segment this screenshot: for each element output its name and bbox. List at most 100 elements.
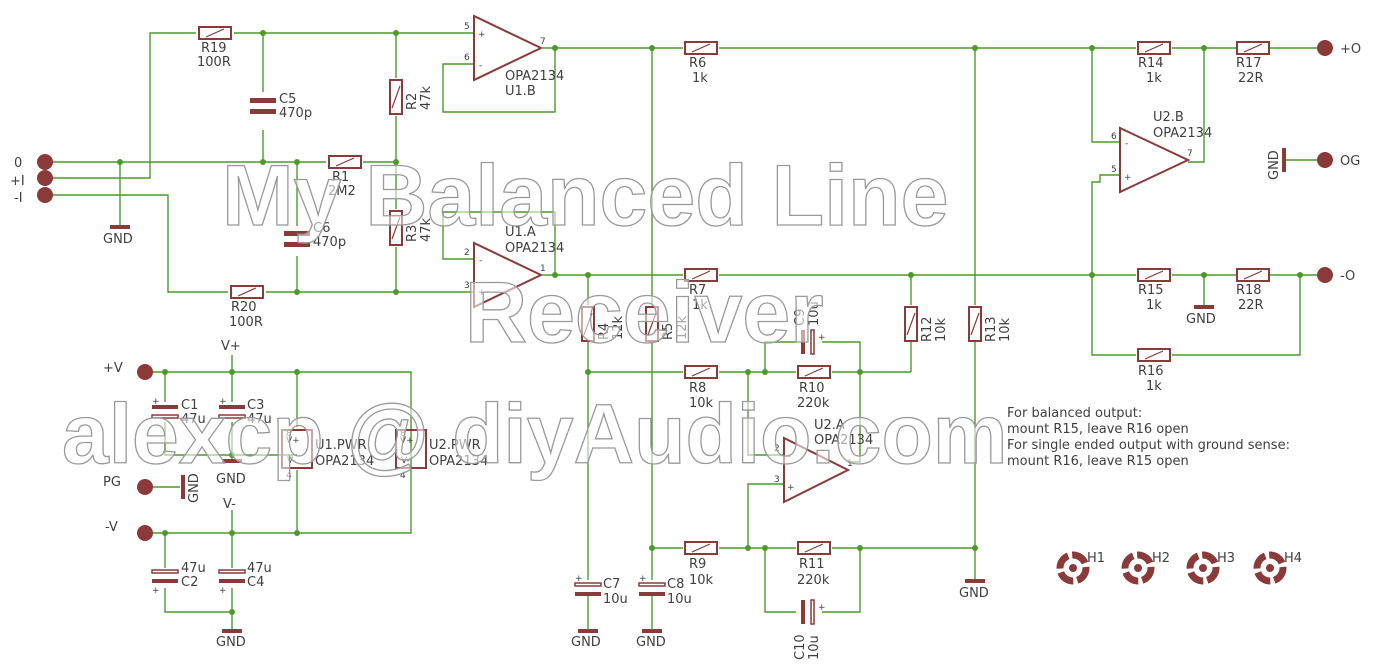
pad-out-neg [1317, 267, 1333, 283]
svg-text:3: 3 [464, 281, 470, 291]
svg-text:-: - [788, 452, 791, 462]
svg-text:+: + [478, 288, 486, 298]
svg-text:GND: GND [1186, 312, 1216, 327]
label-vpos-net: V+ [221, 339, 241, 354]
gnd-c2c4: GND [216, 629, 246, 650]
svg-text:-: - [479, 256, 482, 266]
svg-text:U1.PWR: U1.PWR [315, 438, 367, 453]
svg-text:47u: 47u [247, 412, 272, 427]
pad-in-pos [37, 170, 53, 186]
gnd-og: GND [1267, 148, 1286, 180]
svg-text:4: 4 [286, 471, 292, 481]
svg-text:47u: 47u [181, 412, 206, 427]
svg-text:+: + [639, 574, 647, 584]
svg-text:H2: H2 [1152, 551, 1170, 566]
svg-text:R6: R6 [689, 56, 706, 71]
svg-text:+: + [219, 397, 227, 407]
svg-text:GND: GND [571, 635, 601, 650]
svg-text:-: - [1125, 139, 1128, 149]
pad-vneg [137, 525, 153, 541]
svg-text:+: + [818, 333, 826, 343]
svg-text:OPA2134: OPA2134 [1153, 126, 1212, 141]
svg-text:GND: GND [103, 232, 133, 247]
svg-text:H1: H1 [1087, 551, 1105, 566]
svg-text:GND: GND [216, 635, 246, 650]
label-pg: PG [103, 475, 121, 490]
svg-text:C8: C8 [667, 577, 684, 592]
mounting-holes: H1 H2 H3 H4 [1056, 551, 1302, 585]
svg-text:1: 1 [540, 264, 546, 274]
svg-text:1: 1 [847, 459, 853, 469]
svg-text:5: 5 [1111, 165, 1117, 175]
pad-in-neg [37, 187, 53, 203]
svg-text:R17: R17 [1236, 56, 1262, 71]
svg-text:V-: V- [401, 456, 410, 466]
svg-text:7: 7 [1187, 149, 1193, 159]
svg-text:+: + [818, 603, 826, 613]
svg-text:470p: 470p [313, 235, 346, 250]
svg-text:C10: C10 [793, 634, 808, 660]
label-in-neg: -I [14, 191, 23, 206]
pad-out-gnd [1317, 152, 1333, 168]
svg-text:10k: 10k [689, 396, 714, 411]
watermark-subtitle: Receiver [465, 265, 824, 361]
svg-text:U2.PWR: U2.PWR [429, 438, 481, 453]
wires [45, 32, 1325, 630]
label-out-gnd: OG [1340, 154, 1360, 169]
label-in-pos: +I [10, 174, 25, 189]
svg-text:12k: 12k [675, 315, 690, 340]
svg-text:2: 2 [464, 248, 470, 258]
svg-text:12k: 12k [611, 315, 626, 340]
svg-text:6: 6 [1111, 132, 1117, 142]
svg-text:For balanced output:: For balanced output: [1007, 406, 1142, 421]
svg-text:R13: R13 [984, 316, 999, 342]
svg-text:C3: C3 [247, 398, 264, 413]
svg-text:47u: 47u [181, 561, 206, 576]
svg-text:C5: C5 [279, 92, 296, 107]
pad-vpos [137, 364, 153, 380]
svg-text:R11: R11 [799, 557, 825, 572]
gnd-input: GND [103, 225, 133, 247]
svg-text:22R: 22R [1238, 71, 1264, 86]
gnd-output: GND [1186, 305, 1216, 327]
svg-text:+: + [575, 574, 583, 584]
svg-text:2M2: 2M2 [328, 184, 356, 199]
svg-text:C2: C2 [181, 575, 198, 590]
svg-text:+: + [152, 586, 160, 596]
svg-text:C6: C6 [313, 221, 330, 236]
svg-text:V+: V+ [400, 436, 414, 446]
svg-text:U1.B: U1.B [505, 84, 536, 99]
assembly-note: For balanced output: mount R15, leave R1… [1007, 406, 1290, 469]
svg-text:R5: R5 [661, 323, 676, 340]
svg-text:3: 3 [774, 475, 780, 485]
svg-text:H4: H4 [1284, 551, 1302, 566]
svg-text:R10: R10 [799, 381, 825, 396]
svg-text:H3: H3 [1217, 551, 1235, 566]
svg-text:R15: R15 [1138, 283, 1164, 298]
svg-text:C4: C4 [247, 575, 264, 590]
svg-text:R7: R7 [689, 283, 706, 298]
svg-text:R1: R1 [332, 170, 349, 185]
svg-text:47k: 47k [419, 85, 434, 110]
svg-text:U1.A: U1.A [505, 225, 536, 240]
